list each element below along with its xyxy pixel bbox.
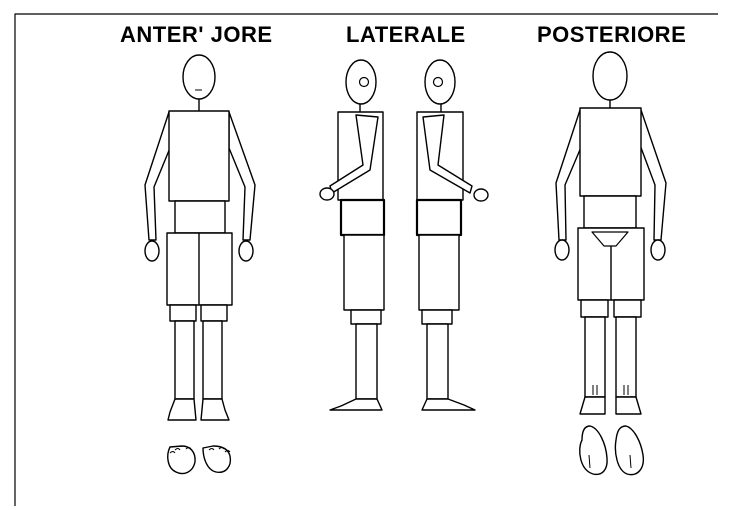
figure-lateral-left xyxy=(417,60,488,410)
figure-posterior xyxy=(555,52,666,475)
figure-anterior xyxy=(145,55,255,474)
figure-lateral-right xyxy=(320,60,384,410)
